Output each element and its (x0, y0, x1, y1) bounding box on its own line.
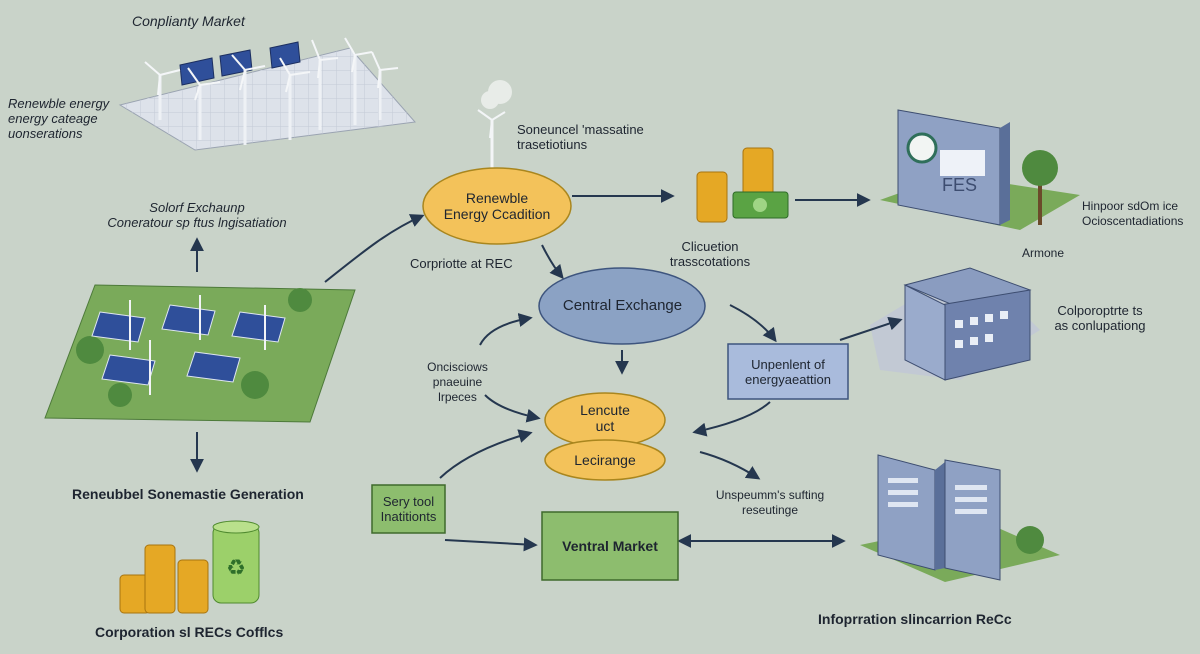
colporoptrte-label: Colporoptrte ts as conlupationg (1054, 303, 1146, 333)
solar-field-illustration (44, 284, 356, 423)
turbine-illustration (477, 80, 512, 175)
renewable-generation-label: Reneubbel Sonemastie Generation (72, 486, 304, 502)
clicuetion-label: Clicuetion trasscotations (669, 239, 751, 269)
renewable-coalition-oval (422, 167, 572, 245)
coins-cash-illustration (696, 147, 789, 223)
unpenlent-label: Unpenlent of energyaeattion (744, 356, 831, 387)
server-buildings-illustration (860, 454, 1060, 582)
coins-battery-illustration: ♻ (119, 520, 260, 614)
wind-farm-illustration (118, 37, 416, 151)
lecirange-oval (544, 439, 666, 481)
lecirange-label: Lecirange (574, 452, 636, 468)
renewable-conservations-label: Renewble energy energy cateage uonserati… (8, 96, 110, 141)
ventral-market-box (541, 511, 679, 581)
central-exchange-oval (538, 267, 706, 345)
corporation-recs-label: Corporation sl RECs Cofflcs (95, 624, 284, 640)
solar-exchange-label: Solorf Exchaunp Coneratour sp ftus lngis… (107, 200, 287, 230)
sery-tool-box (371, 484, 446, 534)
lencute-label: Lencute uct (580, 402, 630, 434)
renewable-coalition-label: Renewble Energy Ccadition (443, 190, 551, 222)
central-exchange-label: Central Exchange (562, 297, 683, 314)
unpenlent-box (727, 343, 849, 400)
complianty-market-label: Conplianty Market (132, 13, 245, 29)
ventral-market-label: Ventral Market (562, 537, 658, 554)
corporate-rec-label: Corpriotte at REC (410, 256, 513, 271)
oncisciows-label: Oncisciows pnaeuine lrpeces (427, 360, 488, 404)
armone-label: Armone (1022, 246, 1065, 260)
information-label: Infoprration slincarrion ReCc (818, 611, 1012, 627)
fes-sign-label: FES (942, 175, 978, 195)
hinpoor-label: Hinpoor sdOm ice Ocioscentadiations (1082, 199, 1184, 228)
seasonal-transactions-label: Soneuncel 'massatine trasetiotiuns (517, 122, 644, 152)
factory-illustration (870, 267, 1040, 381)
svg-text:♻: ♻ (226, 556, 246, 581)
flow-arrows (190, 189, 903, 552)
unspeunum-label: Unspeumm's sufting reseutinge (715, 488, 825, 517)
sery-tool-label: Sery tool Inatitionts (380, 494, 437, 524)
fes-building-illustration (880, 109, 1080, 230)
